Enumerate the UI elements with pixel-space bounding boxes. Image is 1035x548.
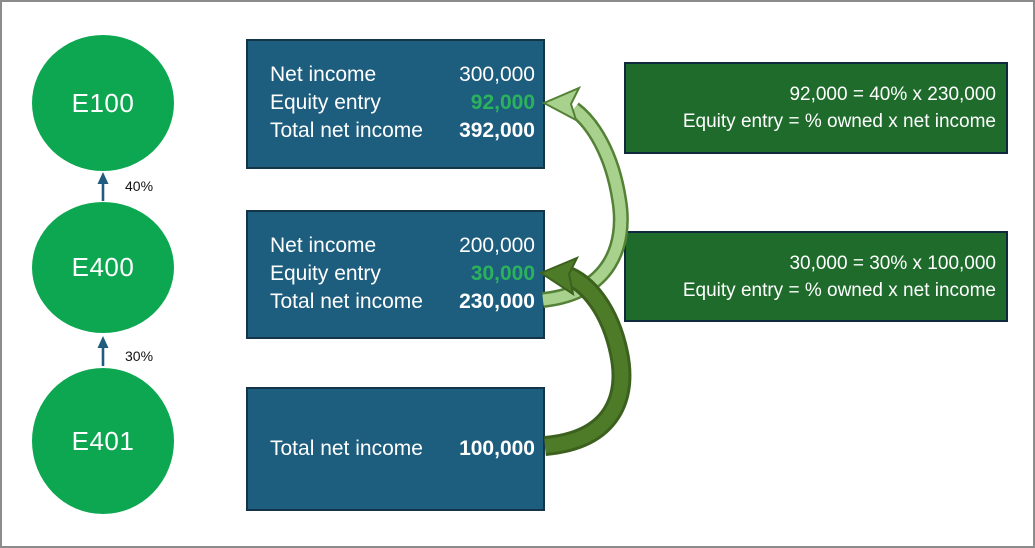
income-row-label: Total net income [270,290,423,313]
entity-circle-e401: E401 [32,368,174,514]
equity-entry-value: 92,000 [470,91,535,114]
income-row: Net income 300,000 [270,61,535,89]
entity-circle-e400: E400 [32,202,174,333]
total-net-income-value: 100,000 [459,437,535,460]
income-row-label: Equity entry [270,91,381,114]
callout-box-equity-30000: 30,000 = 30% x 100,000 Equity entry = % … [624,231,1008,322]
callout-rule: Equity entry = % owned x net income [682,279,996,301]
equity-flow-arrow-light-icon [541,86,629,308]
income-row-value: 200,000 [459,234,535,257]
entity-label: E100 [71,87,135,118]
income-row-label: Total net income [270,437,423,460]
income-row: Net income 200,000 [270,232,535,260]
income-row: Total net income 230,000 [270,288,535,316]
total-net-income-value: 230,000 [459,290,535,313]
income-row: Equity entry 30,000 [270,260,535,288]
total-net-income-value: 392,000 [459,119,535,142]
income-row-label: Equity entry [270,262,381,285]
callout-box-equity-92000: 92,000 = 40% x 230,000 Equity entry = % … [624,62,1008,154]
income-row-label: Net income [270,63,377,86]
income-row: Equity entry 92,000 [270,89,535,117]
equity-entry-value: 30,000 [470,262,535,285]
callout-rule: Equity entry = % owned x net income [682,111,996,132]
income-row-label: Total net income [270,119,423,142]
entity-label: E401 [71,425,135,456]
income-row: Total net income 100,000 [270,435,535,463]
ownership-percent-label-40: 40% [125,178,154,194]
ownership-percent-label-30: 30% [125,348,154,364]
income-box-e401: Total net income 100,000 [246,387,545,511]
income-box-e100: Net income 300,000 Equity entry 92,000 T… [246,39,545,169]
income-row-value: 300,000 [459,63,535,86]
income-row-label: Net income [270,234,377,257]
ownership-arrow-e401-to-e400-icon [97,336,109,366]
entity-circle-e100: E100 [32,35,174,171]
equity-flow-arrow-dark-icon [538,256,632,456]
income-box-e400: Net income 200,000 Equity entry 30,000 T… [246,210,545,339]
income-row: Total net income 392,000 [270,117,535,145]
callout-formula: 92,000 = 40% x 230,000 [789,84,996,105]
callout-formula: 30,000 = 30% x 100,000 [789,252,996,274]
ownership-arrow-e400-to-e100-icon [97,172,109,201]
entity-label: E400 [71,252,135,282]
